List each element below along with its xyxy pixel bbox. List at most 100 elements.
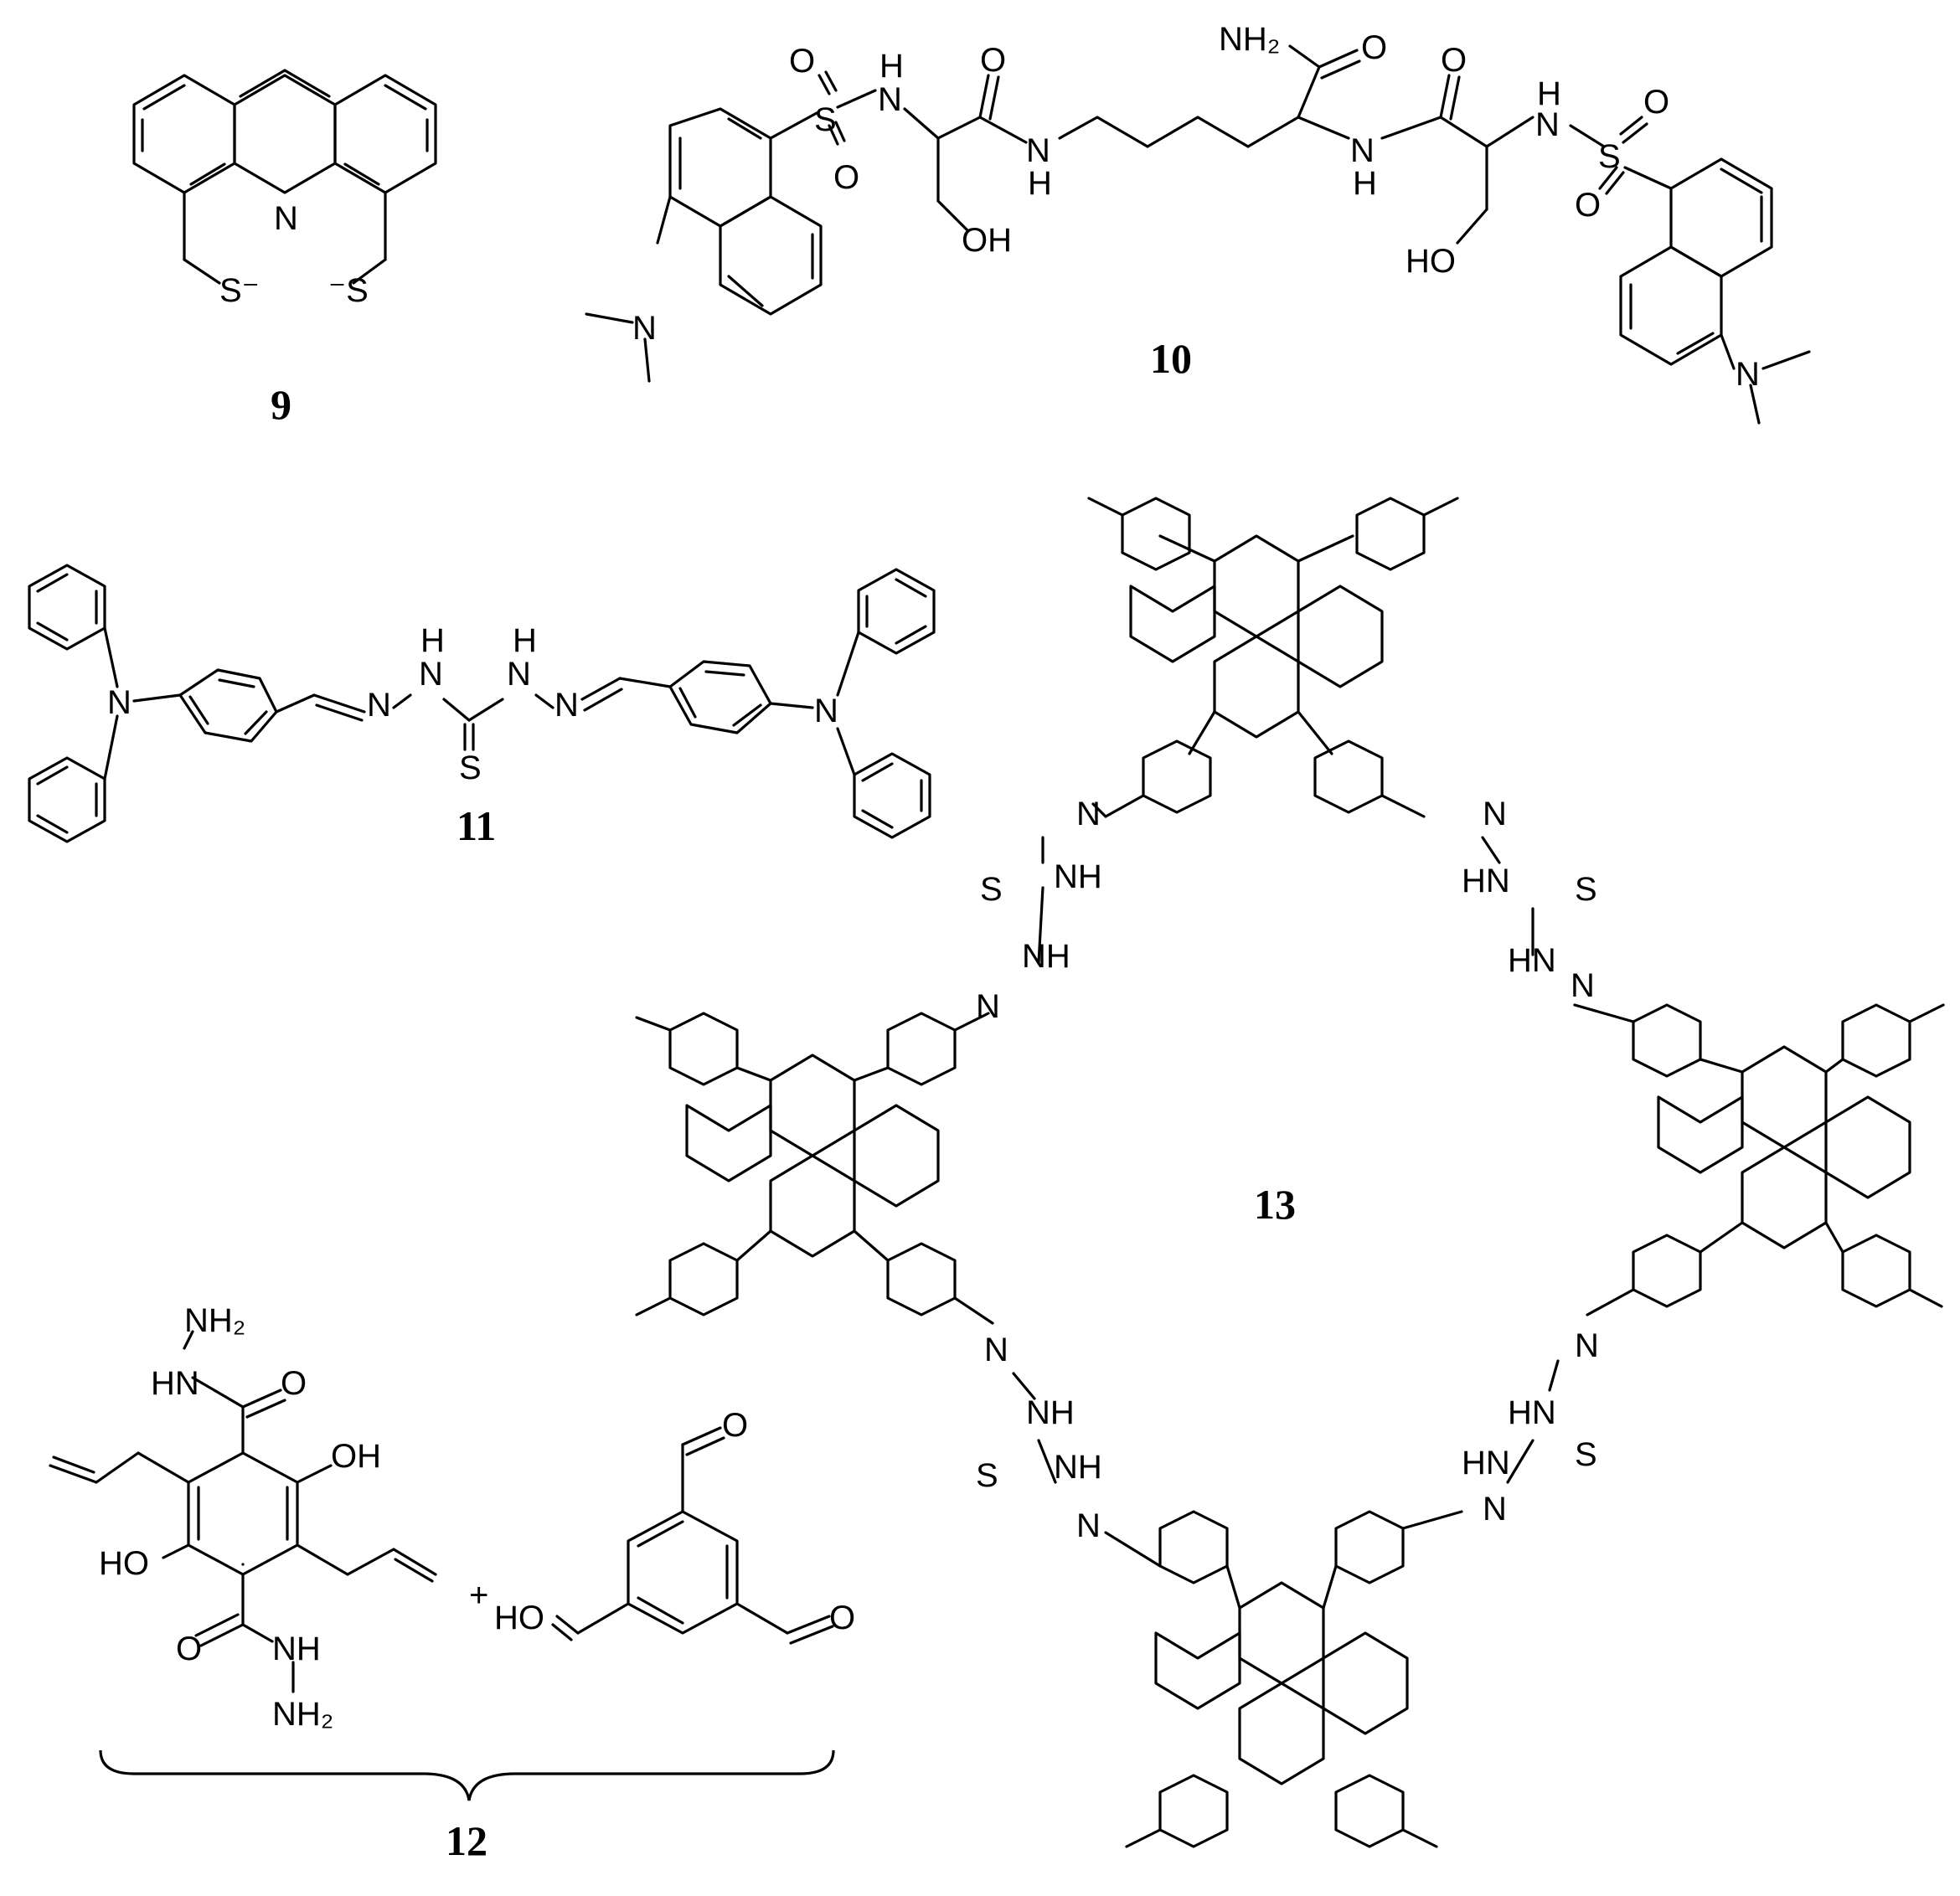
bond-line: [1142, 739, 1212, 814]
bond-line: [1619, 116, 1643, 136]
bond-line: [1297, 710, 1333, 755]
bond-line: [1439, 116, 1488, 148]
bond-line: [1318, 49, 1359, 69]
atom-label: HO: [1406, 243, 1456, 280]
atom-label: S: [459, 750, 482, 786]
ring-9-left: [132, 74, 236, 194]
atom-label: N: [1483, 796, 1507, 832]
bond-line: [1297, 116, 1350, 140]
bond-line: [315, 703, 364, 722]
bond-line: [1058, 116, 1099, 140]
compound-label-11: 11: [456, 802, 496, 849]
bond-line: [1401, 1510, 1463, 1530]
atom-label: ⁻S: [328, 272, 369, 309]
bond-line: [1297, 65, 1321, 119]
bond-line: [789, 1625, 834, 1645]
bond-line: [1569, 124, 1606, 148]
bond-line: [576, 1602, 630, 1635]
atom-label: O: [1575, 187, 1601, 224]
bond-line: [1158, 1510, 1229, 1584]
bond-line: [735, 1602, 789, 1635]
atom-label: H: [879, 48, 904, 85]
bond-line: [183, 258, 221, 285]
bond-line: [1824, 1095, 1911, 1199]
bond-line: [1313, 739, 1384, 814]
bond-line: [936, 116, 982, 140]
bond-line: [1401, 1828, 1438, 1848]
bond-line: [183, 1330, 194, 1350]
bond-line: [895, 625, 927, 645]
bond-line: [769, 111, 818, 140]
atom-label: N: [419, 656, 443, 693]
bond-line: [1320, 59, 1361, 80]
bond-line: [1196, 116, 1250, 148]
bond-line: [352, 258, 387, 285]
linker-top-left: [953, 794, 1145, 1032]
bond-line: [1632, 1003, 1702, 1078]
ring-9-right: [333, 74, 437, 194]
bond-line: [551, 1623, 573, 1641]
atom-label: N: [554, 687, 579, 724]
atom-label: N: [1350, 132, 1375, 169]
bond-line: [656, 195, 672, 245]
bond-line: [1091, 802, 1107, 818]
atom-label: NH: [1022, 938, 1070, 975]
linker-bottom-left: [953, 1296, 1162, 1568]
bond-line: [189, 162, 226, 186]
compound-label-9: 9: [271, 381, 291, 428]
bond-line: [834, 121, 846, 142]
bond-line: [555, 1615, 580, 1635]
bond-line: [1749, 384, 1761, 425]
bond-line: [818, 74, 831, 95]
bond-line: [953, 1012, 990, 1032]
bond-line: [1238, 1581, 1325, 1685]
atom-label: O: [281, 1365, 307, 1402]
bond-line: [1720, 333, 1736, 370]
pyrene-left: [635, 1012, 957, 1316]
atom-label: O: [829, 1600, 855, 1636]
bond-line: [1322, 1631, 1409, 1735]
bond-line: [836, 89, 877, 109]
bond-line: [681, 1426, 722, 1446]
atom-label: HN: [1508, 1394, 1556, 1431]
bond-line: [52, 1455, 95, 1474]
bond-line: [953, 1296, 994, 1325]
atom-label: HO: [99, 1545, 149, 1582]
bond-line: [824, 70, 838, 92]
bond-line: [1225, 1564, 1241, 1610]
ring-10-right-b: [1619, 245, 1723, 366]
atom-label: O: [789, 43, 815, 80]
bond-line: [36, 814, 69, 834]
ring-10-right-a: [1669, 157, 1773, 278]
bond-line: [343, 162, 380, 186]
bond-line: [853, 1104, 940, 1208]
atom-label: N: [878, 81, 902, 118]
bond-line: [199, 1623, 245, 1647]
bond-line: [1699, 1221, 1744, 1254]
bond-line: [853, 1229, 890, 1262]
bond-line: [903, 107, 940, 140]
bond-line: [735, 1229, 772, 1262]
atom-label: OH: [962, 222, 1012, 259]
bond-line: [1087, 497, 1124, 517]
bond-line: [1676, 332, 1715, 355]
bond-line: [1841, 1003, 1911, 1078]
bond-line: [1485, 116, 1534, 148]
bond-line: [218, 678, 255, 688]
bond-line: [895, 578, 927, 598]
bond-line: [643, 337, 651, 383]
atom-label: HO: [494, 1600, 544, 1636]
atom-label: N: [1483, 1491, 1507, 1528]
linker-bottom-right: [1401, 1288, 1635, 1530]
bond-line: [1824, 1221, 1844, 1254]
bond-line: [296, 1543, 349, 1576]
bond-line: [275, 693, 316, 714]
bond-line: [1741, 1146, 1828, 1249]
bond-line: [618, 677, 672, 688]
atom-label: N: [1076, 796, 1101, 832]
bond-line: [769, 702, 814, 709]
bond-line: [346, 1548, 395, 1576]
ring-10-left-b: [719, 195, 823, 316]
ring-10-left-a: [668, 107, 772, 228]
